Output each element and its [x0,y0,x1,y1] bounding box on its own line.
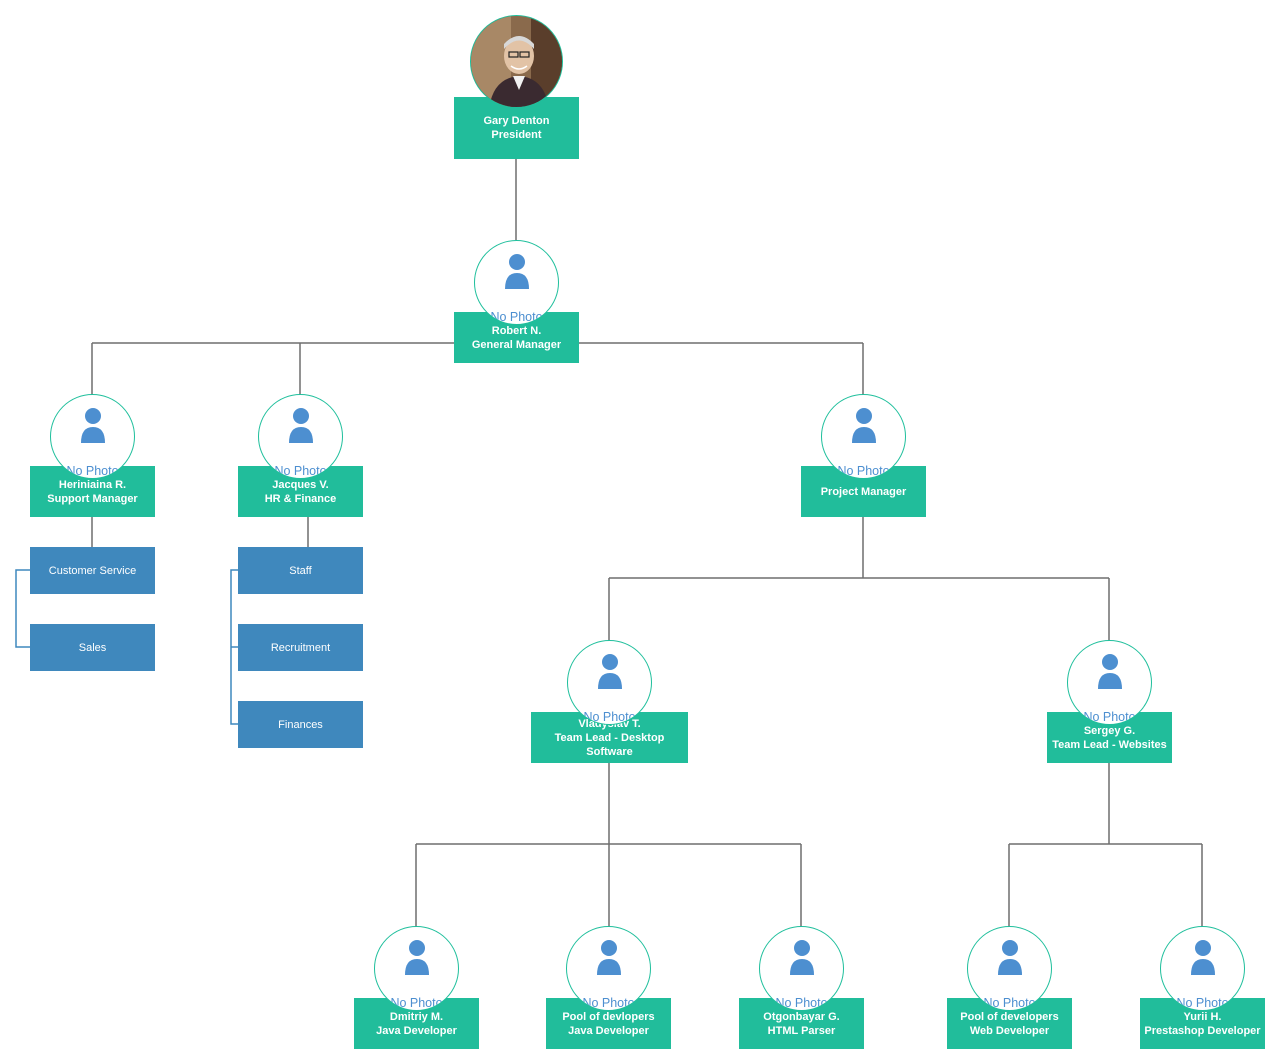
no-photo-label: No Photo [390,996,443,1010]
person-icon [80,408,105,443]
websites-lead-card: Sergey G. Team Lead - Websites [1047,712,1172,763]
project-manager-avatar: No Photo [821,394,906,479]
hr-finance-name: Jacques V. [272,478,329,491]
desktop-member-2-avatar: No Photo [566,926,651,1011]
connector-support-bracket [15,569,30,648]
person-icon [1190,940,1215,975]
no-photo-label: No Photo [66,464,119,478]
person-icon [851,408,876,443]
president-name: Gary Denton [483,115,550,127]
websites-lead-name: Sergey G. [1083,724,1136,737]
no-photo-label: No Photo [983,996,1036,1010]
member-title: Java Developer [568,1024,649,1037]
member-name: Pool of devlopers [562,1010,655,1023]
websites-lead-avatar: No Photo [1067,640,1152,725]
member-title: Prestashop Developer [1144,1024,1261,1037]
dept-finances: Finances [238,701,363,748]
no-photo-label: No Photo [837,464,890,478]
desktop-member-1-avatar: No Photo [374,926,459,1011]
portrait-photo [471,16,562,107]
websites-lead-title: Team Lead - Websites [1052,738,1167,751]
member-name: Otgonbayar G. [763,1010,840,1023]
member-name: Yurii H. [1183,1010,1222,1023]
websites-member-2-card: Yurii H. Prestashop Developer [1140,998,1265,1049]
member-name: Pool of developers [960,1010,1059,1023]
president-title: President [491,129,542,141]
websites-member-1-avatar: No Photo [967,926,1052,1011]
no-photo-label: No Photo [1176,996,1229,1010]
no-photo-label: No Photo [490,310,543,324]
member-title: HTML Parser [767,1024,836,1037]
no-photo-label: No Photo [274,464,327,478]
no-photo-label: No Photo [583,710,636,724]
desktop-lead-avatar: No Photo [567,640,652,725]
person-icon [404,940,429,975]
no-photo-label: No Photo [582,996,635,1010]
person-icon [504,254,529,289]
member-name: Dmitriy M. [389,1010,444,1023]
gm-card: Robert N. General Manager [454,312,579,363]
dept-staff: Staff [238,547,363,594]
desktop-lead-title: Team Lead - Desktop Software [554,731,665,758]
support-manager-name: Heriniaina R. [58,478,127,491]
support-manager-avatar: No Photo [50,394,135,479]
person-icon [596,940,621,975]
desktop-member-3-avatar: No Photo [759,926,844,1011]
hr-finance-avatar: No Photo [258,394,343,479]
no-photo-label: No Photo [1083,710,1136,724]
gm-avatar: No Photo [474,240,559,325]
websites-member-2-avatar: No Photo [1160,926,1245,1011]
person-icon [288,408,313,443]
no-photo-label: No Photo [775,996,828,1010]
support-manager-title: Support Manager [47,492,138,505]
gm-name: Robert N. [491,324,542,337]
dept-recruitment: Recruitment [238,624,363,671]
member-title: Java Developer [376,1024,457,1037]
dept-customer-service: Customer Service [30,547,155,594]
desktop-member-3-card: Otgonbayar G. HTML Parser [739,998,864,1049]
gm-title: General Manager [471,338,562,351]
president-photo [470,15,563,108]
person-icon [1097,654,1122,689]
member-title: Web Developer [969,1024,1050,1037]
person-icon [997,940,1022,975]
hr-finance-title: HR & Finance [264,492,337,505]
project-manager-title: Project Manager [820,485,907,498]
person-icon [789,940,814,975]
dept-sales: Sales [30,624,155,671]
person-icon [597,654,622,689]
